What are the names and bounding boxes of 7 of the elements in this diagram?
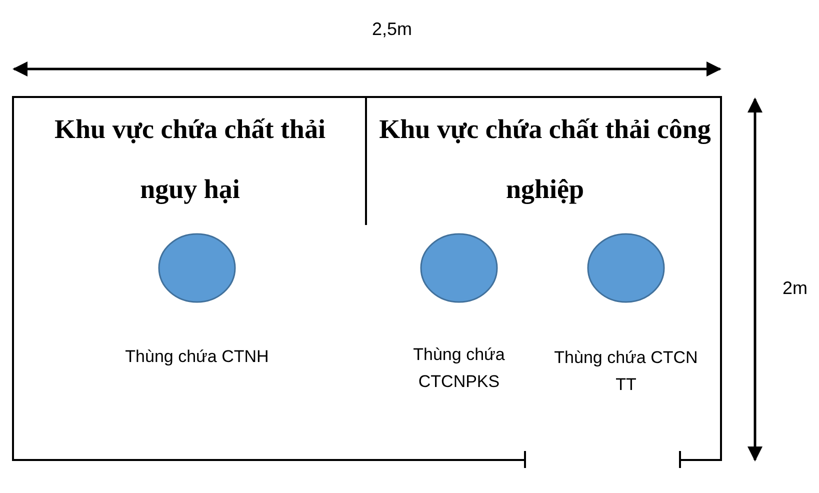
dimension-label: 2m	[781, 278, 808, 299]
bin-caption: Thùng chứa CTNH	[124, 346, 270, 368]
area-heading: Khu vực chứa chất thải công nghiệp	[378, 113, 712, 206]
bin-caption: Thùng chứa CTCN TT	[553, 347, 699, 396]
dimension-label: 2,5m	[370, 19, 414, 40]
bin-caption: Thùng chứa CTCNPKS	[412, 344, 506, 393]
area-heading: Khu vực chứa chất thải nguy hại	[54, 113, 326, 206]
